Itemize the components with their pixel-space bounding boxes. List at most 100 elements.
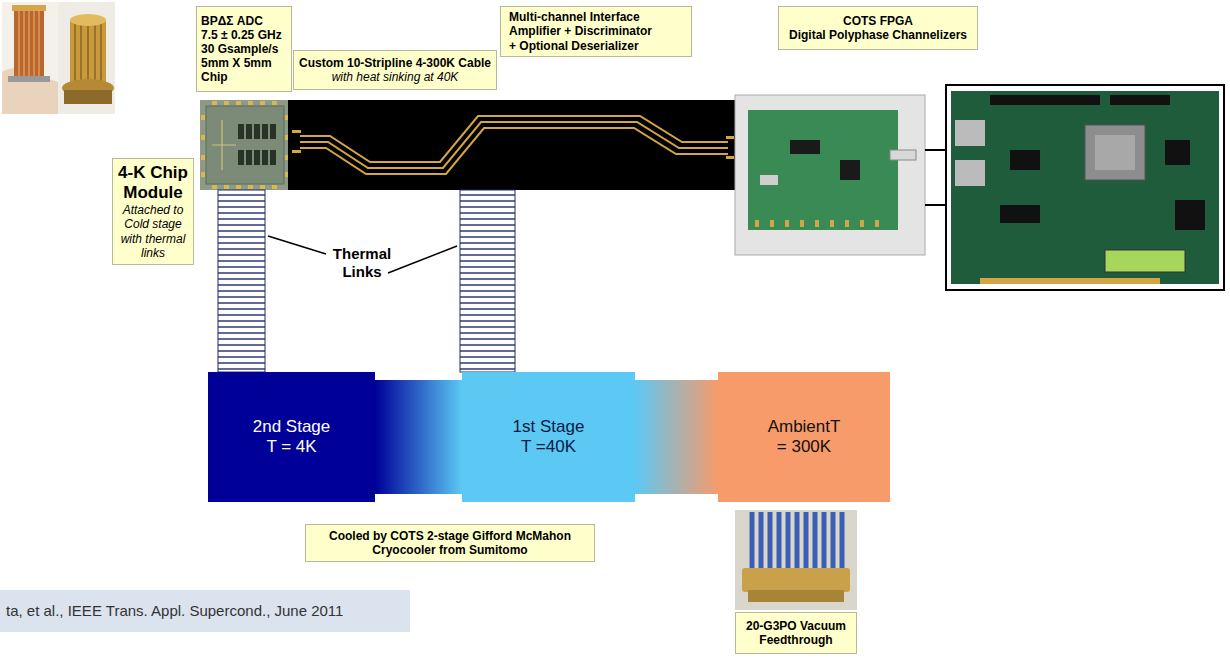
label-box: 20-G3PO Vacuum Feedthrough <box>735 612 857 654</box>
stripline-cable-part <box>300 128 728 174</box>
adc-chip-photo-part <box>248 185 253 189</box>
box-text: with heat sinking at 40K <box>332 70 459 84</box>
temperature-gradient-part <box>635 380 718 494</box>
fpga-board-photo-part <box>1085 125 1145 180</box>
fpga-board-photo-part <box>1175 200 1205 230</box>
interface-photo-part <box>785 220 789 227</box>
adc-chip-photo-part <box>212 101 217 105</box>
adc-chip-photo-part <box>270 150 276 165</box>
leader-line-part <box>388 246 457 273</box>
stripline-cable-part <box>288 100 735 190</box>
adc-chip-photo-part <box>254 124 260 139</box>
feedthrough-photo-part <box>813 512 818 572</box>
box-text: Digital Polyphase Channelizers <box>789 28 967 42</box>
fpga-board-photo-part <box>1000 205 1040 223</box>
box-text: 1st Stage T =40K <box>507 417 591 457</box>
adc-chip-photo-part <box>201 172 205 177</box>
chip-module-photo-part <box>64 90 112 104</box>
fpga-board-photo-part <box>1110 95 1170 105</box>
feedthrough-photo-part <box>768 512 773 572</box>
interface-photo-part <box>800 220 804 227</box>
chip-module-photo <box>2 2 115 114</box>
adc-chip-photo-part <box>224 101 229 105</box>
label-box: COTS FPGADigital Polyphase Channelizers <box>778 6 978 50</box>
interface-photo-part <box>875 220 879 227</box>
adc-chip-photo-part <box>272 185 277 189</box>
callout-label: Thermal Links <box>322 245 402 281</box>
feedthrough-photo-part <box>777 512 782 572</box>
fpga-board-photo-part <box>951 91 1219 284</box>
box-text: 2nd Stage T = 4K <box>250 417 334 457</box>
box-text: Cooled by COTS 2-stage Gifford McMahon C… <box>310 529 590 557</box>
adc-chip-photo <box>200 100 290 190</box>
interface-fpga-wires <box>925 150 946 205</box>
interface-photo <box>735 95 925 255</box>
chip-module-photo-part <box>100 22 102 84</box>
thermal-link <box>218 190 515 372</box>
adc-chip-photo-part <box>201 115 205 120</box>
adc-chip-photo-part <box>246 150 252 165</box>
box-text: COTS FPGA <box>843 14 913 28</box>
chip-module-photo-part <box>80 22 82 84</box>
fpga-board-photo-part <box>990 95 1100 105</box>
feedthrough-photo-part <box>759 512 764 572</box>
chip-module-photo-part <box>58 2 115 114</box>
feedthrough-photo-part <box>742 568 850 592</box>
adc-chip-photo-part <box>212 185 217 189</box>
adc-chip-photo-part <box>254 150 260 165</box>
adc-chip-photo-part <box>200 100 290 190</box>
box-text: BPΔΣ ADC <box>201 14 287 28</box>
chip-module-photo-part <box>23 10 25 76</box>
interface-photo-part <box>860 220 864 227</box>
interface-photo-part <box>845 220 849 227</box>
label-box: Custom 10-Stripline 4-300K Cablewith hea… <box>293 50 497 90</box>
feedthrough-photo <box>735 510 857 610</box>
adc-chip-photo-part <box>272 101 277 105</box>
thermal-link-part <box>218 190 265 372</box>
chip-module-photo-part <box>74 22 76 84</box>
adc-chip-photo-part <box>262 150 268 165</box>
fpga-board-photo-part <box>946 85 1224 290</box>
adc-chip-photo-part <box>206 106 284 184</box>
stage-box: 1st Stage T =40K <box>462 372 635 502</box>
adc-chip-photo-part <box>212 120 236 170</box>
fpga-board-photo <box>946 85 1224 290</box>
interface-photo-part <box>735 95 925 255</box>
label-box: Multi-channel InterfaceAmplifier + Discr… <box>500 6 692 57</box>
feedthrough-photo-part <box>804 512 809 572</box>
adc-chip-photo-part <box>262 124 268 139</box>
feedthrough-photo-part <box>748 590 844 602</box>
box-text: AmbientT = 300K <box>762 417 846 457</box>
temperature-gradient-part <box>375 380 462 494</box>
adc-chip-photo-part <box>248 101 253 105</box>
box-text: Custom 10-Stripline 4-300K Cable <box>299 56 491 70</box>
fpga-board-photo-part <box>1105 250 1185 272</box>
fpga-board-photo-part <box>955 120 985 146</box>
adc-chip-photo-part <box>236 185 241 189</box>
fpga-board-photo-part <box>1095 135 1135 170</box>
adc-chip-photo-part <box>238 124 244 139</box>
chip-module-photo-part <box>14 8 44 78</box>
interface-fpga-wires-part <box>925 149 946 151</box>
label-box: 4-K Chip ModuleAttached to Cold stage wi… <box>112 158 194 265</box>
feedthrough-photo-part <box>750 512 755 572</box>
stripline-cable-part <box>292 130 301 133</box>
box-text: ta, et al., IEEE Trans. Appl. Supercond.… <box>6 602 404 620</box>
adc-chip-photo-part <box>260 185 265 189</box>
label-box: BPΔΣ ADC7.5 ± 0.25 GHz 30 Gsample/s 5mm … <box>196 6 292 92</box>
interface-photo-part <box>830 220 834 227</box>
interface-photo-part <box>770 220 774 227</box>
chip-module-photo-part <box>38 10 40 76</box>
chip-module-photo-part <box>18 10 20 76</box>
chip-module-photo-part <box>2 2 58 114</box>
chip-module-photo-part <box>87 22 89 84</box>
feedthrough-photo-part <box>795 512 800 572</box>
interface-photo-part <box>748 110 898 230</box>
interface-photo-part <box>790 140 820 154</box>
chip-module-photo-part <box>8 76 50 82</box>
adc-chip-photo-part <box>260 101 265 105</box>
fpga-board-photo-part <box>955 160 985 186</box>
